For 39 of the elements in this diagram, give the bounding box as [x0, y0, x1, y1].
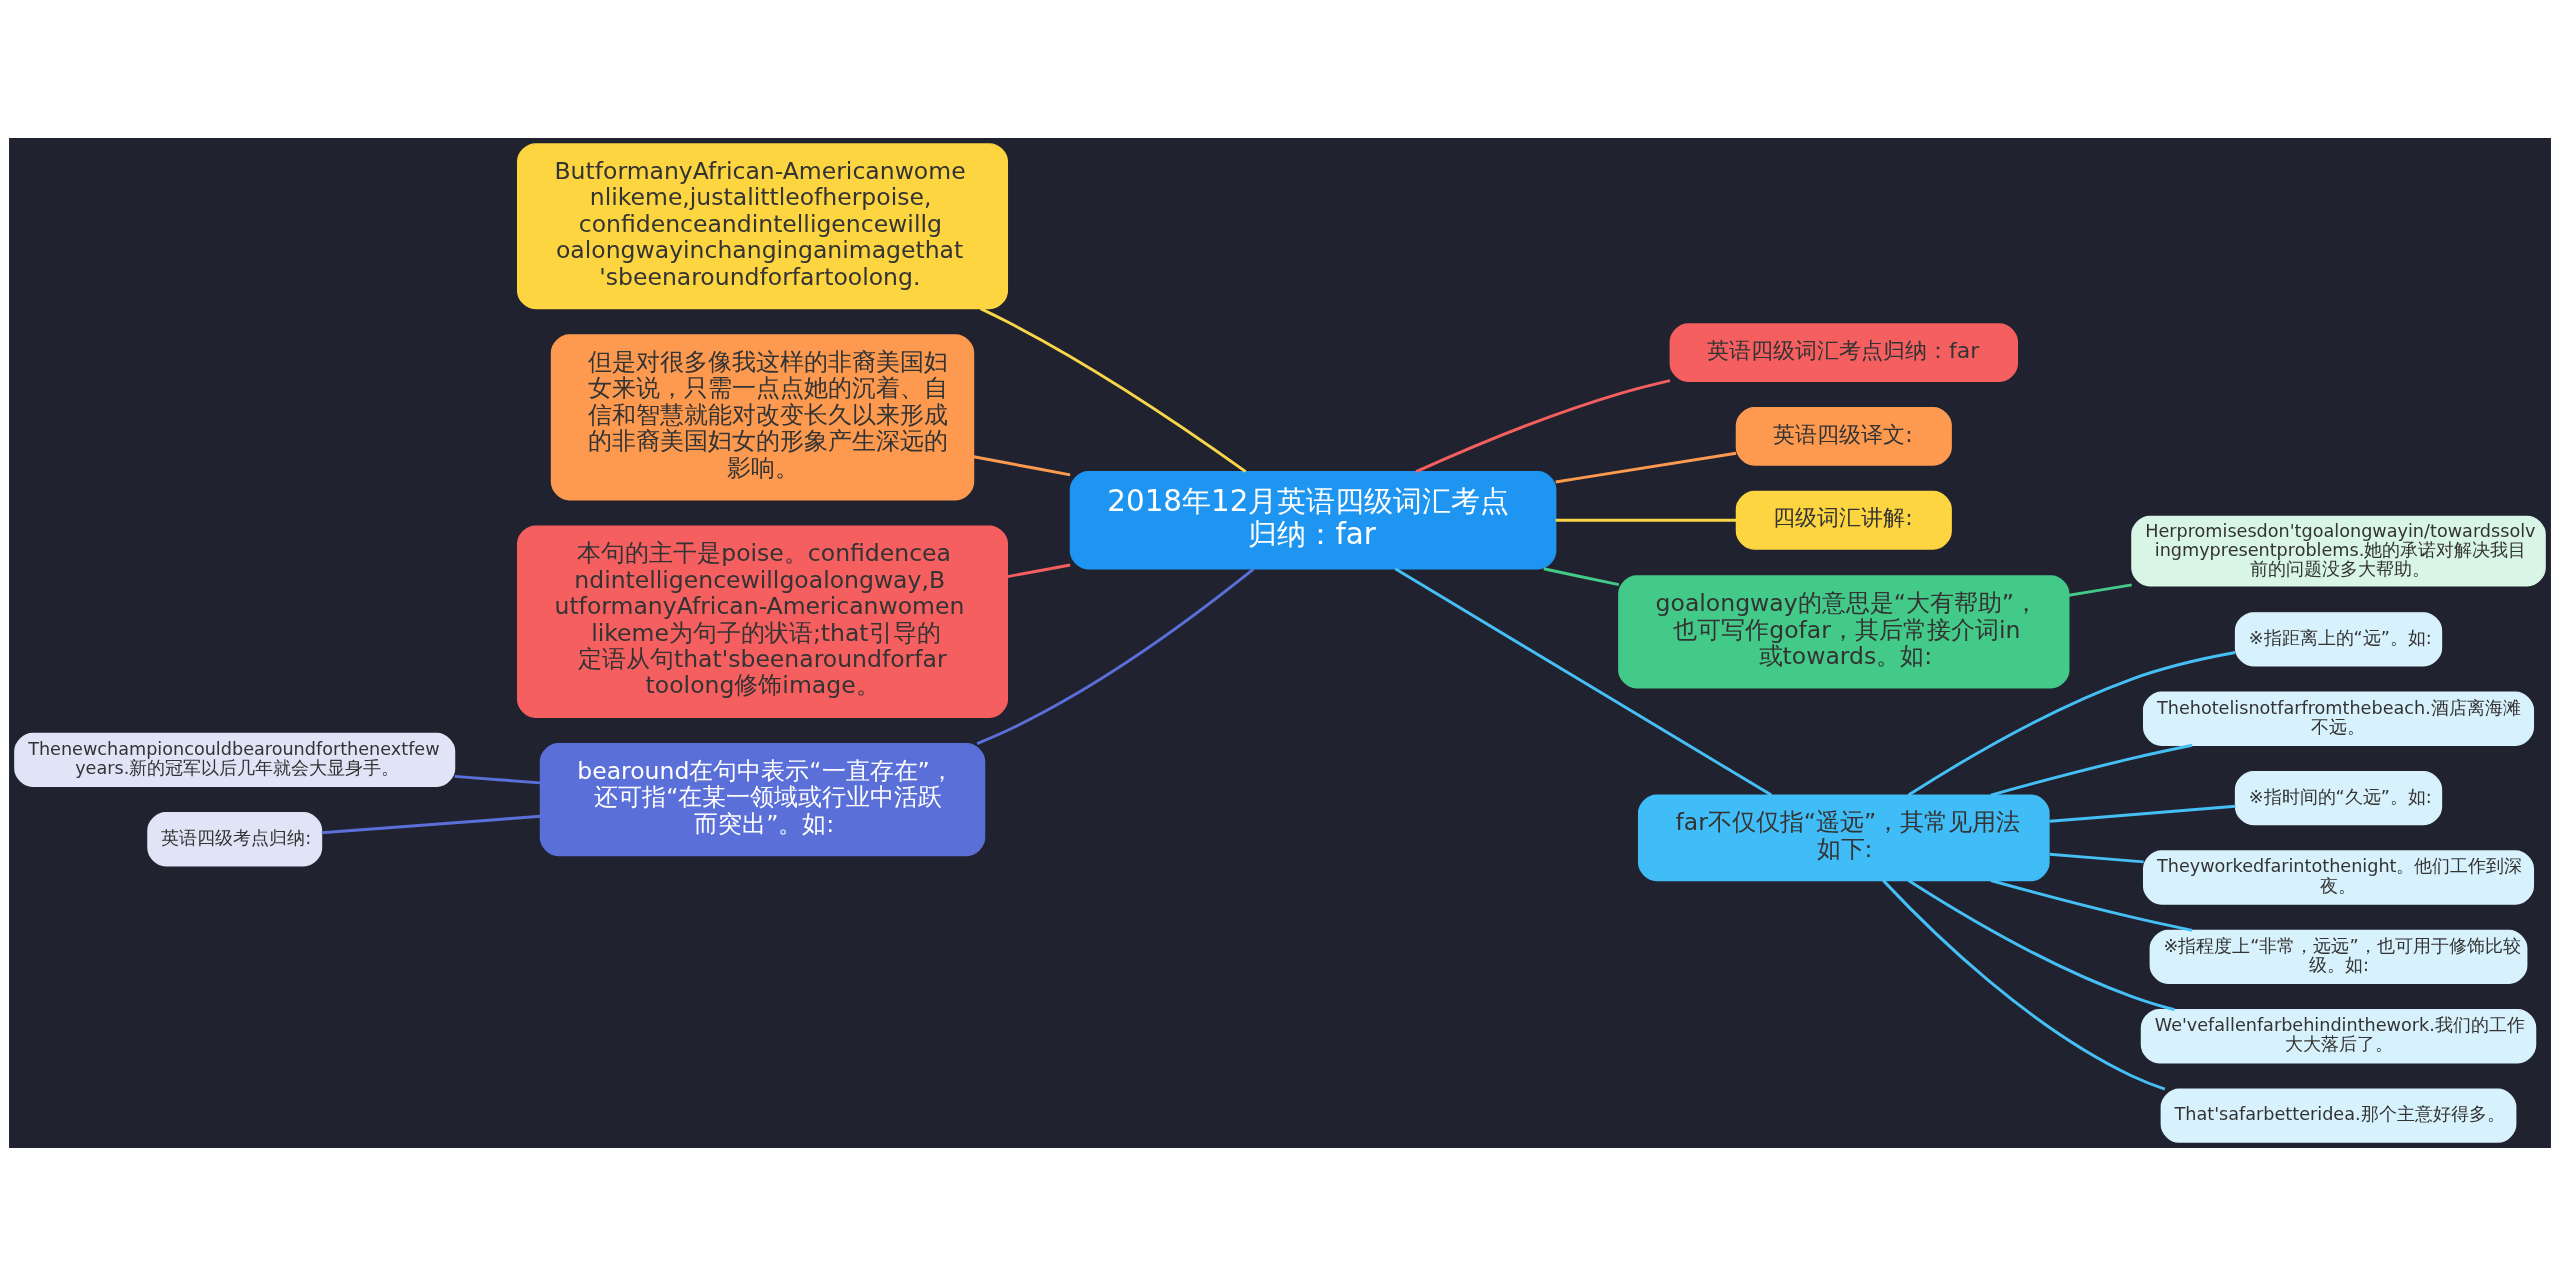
node-box: goalongway的意思是“大有帮助”，也可写作gofar，其后常接介词in或towards。如: — [1618, 574, 2070, 689]
node-box: Thenewchampioncouldbearoundforthenextfewyears.新的冠军以后几年就会大显身手。 — [14, 732, 456, 787]
connector — [973, 454, 1071, 476]
node-box: 四级词汇讲解: — [1735, 490, 1952, 550]
node-box: ButformanyAfrican-Americanwomenlikeme,justalittleofherpoise,confidenceandintelligencewillgoalongwayinchanginganimagethat'sbeenaroundforfartoolong. — [517, 142, 1009, 309]
connector — [1543, 566, 1620, 586]
node-box: We'vefallenfarbehindinthework.我们的工作大大落后了。 — [2140, 1008, 2537, 1063]
node-box: far不仅仅指“遥远”，其常见用法如下: — [1638, 793, 2050, 881]
connector — [1907, 650, 2236, 796]
node-box: ※指时间的“久远”。如: — [2234, 770, 2443, 825]
node-box: 英语四级词汇考点归纳：far — [1669, 322, 2019, 382]
connector — [1555, 451, 1737, 483]
connector — [321, 814, 541, 834]
connector — [1990, 878, 2193, 932]
node-box: 本句的主干是poise。confidenceandintelligencewillgoalongway,ButformanyAfrican-Americanwomenlikeme为句子的状语;that引导的定语从句that'sbeenaroundforfartoolong修饰image。 — [517, 524, 1009, 718]
connector — [454, 774, 541, 784]
connector — [2049, 804, 2236, 823]
connector — [979, 306, 1247, 473]
node-box: bearound在句中表示“一直存在”，还可指“在某一领域或行业中活跃而突出”。如: — [539, 742, 986, 856]
connector — [1882, 879, 2166, 1090]
node-box: Herpromisesdon'tgoalongwayin/towardssolvingmypresentproblems.她的承诺对解决我目前的问题没多大帮助。 — [2131, 515, 2546, 586]
connector — [2068, 582, 2132, 597]
connector — [1394, 567, 1773, 796]
node-box: 英语四级考点归纳: — [147, 811, 323, 866]
connector — [1007, 563, 1071, 578]
connector — [2049, 852, 2144, 863]
node-box: 2018年12月英语四级词汇考点归纳：far — [1069, 470, 1557, 569]
connector — [1555, 518, 1737, 522]
connector — [1990, 743, 2193, 796]
connector — [1415, 378, 1671, 473]
node-box: 但是对很多像我这样的非裔美国妇女来说，只需一点点她的沉着、自信和智慧就能对改变长久以来形成的非裔美国妇女的形象产生深远的影响。 — [550, 333, 975, 500]
node-box: Theyworkedfarintothenight。他们工作到深夜。 — [2143, 849, 2535, 905]
node-box: ※指程度上“非常，远远”，也可用于修饰比较级。如: — [2149, 929, 2528, 984]
node-box: That'safarbetteridea.那个主意好得多。 — [2160, 1087, 2517, 1143]
connector — [1907, 878, 2175, 1011]
node-box: Thehotelisnotfarfromthebeach.酒店离海滩不远。 — [2143, 691, 2535, 746]
connector — [976, 567, 1255, 745]
node-box: ※指距离上的“远”。如: — [2234, 611, 2443, 667]
node-box: 英语四级译文: — [1735, 406, 1952, 466]
